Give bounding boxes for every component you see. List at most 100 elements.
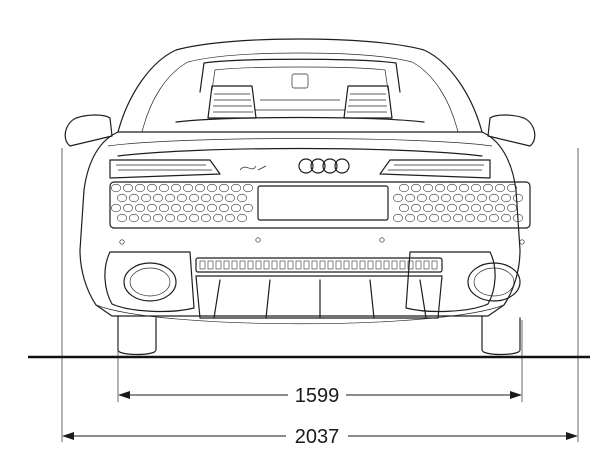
vent-slot: [367, 260, 374, 270]
mesh-cell: [177, 193, 187, 203]
vent-slot: [399, 260, 406, 270]
mesh-cell: [207, 203, 217, 213]
mesh-cell: [447, 203, 457, 213]
rear-diffuser: [195, 275, 443, 319]
mesh-cell: [441, 213, 451, 223]
left-exhaust-tip-inner: [129, 267, 171, 297]
vent-slot: [383, 260, 390, 270]
mesh-cell: [483, 203, 493, 213]
vent-slot: [407, 260, 414, 270]
vent-slot: [263, 260, 270, 270]
mesh-cell: [459, 203, 469, 213]
mesh-cell: [483, 183, 493, 193]
mesh-cell: [495, 203, 505, 213]
mesh-cell: [159, 183, 169, 193]
mesh-cell: [513, 193, 523, 203]
mesh-cell: [405, 193, 415, 203]
vent-slot: [199, 260, 206, 270]
mesh-cell: [429, 213, 439, 223]
mesh-cell: [495, 183, 505, 193]
rear-mesh-grille: [109, 181, 531, 229]
mesh-cell: [435, 203, 445, 213]
mesh-cell: [195, 183, 205, 193]
center-vent-strip: [195, 257, 443, 273]
mesh-cell: [129, 213, 139, 223]
track-width-dimension: [118, 391, 522, 399]
left-taillight: [109, 159, 221, 179]
mesh-cell: [165, 213, 175, 223]
roof-inner-line: [141, 52, 459, 133]
mesh-cell: [459, 183, 469, 193]
vent-slot: [335, 260, 342, 270]
mesh-cell: [195, 203, 205, 213]
mesh-cell: [231, 183, 241, 193]
right-mirror: [487, 114, 536, 147]
center-vent-slots: [199, 260, 438, 270]
mesh-cell: [123, 183, 133, 193]
brand-rings-logo: [298, 158, 350, 174]
vent-slot: [295, 260, 302, 270]
right-exhaust-tip-inner: [473, 267, 515, 297]
mesh-cell: [453, 213, 463, 223]
vent-slot: [359, 260, 366, 270]
mesh-cell: [393, 213, 403, 223]
mesh-cell: [441, 193, 451, 203]
right-exhaust-tip: [467, 262, 521, 302]
right-taillight: [379, 159, 491, 179]
mesh-cell: [147, 203, 157, 213]
mesh-cell: [135, 203, 145, 213]
diffuser-fins: [213, 279, 427, 319]
mesh-cell: [465, 193, 475, 203]
vent-slot: [247, 260, 254, 270]
mesh-cell: [507, 183, 517, 193]
body-outline: [79, 131, 521, 317]
left-exhaust-tip: [123, 262, 177, 302]
mesh-cell: [393, 193, 403, 203]
model-badge: [239, 165, 267, 171]
mesh-cell: [219, 203, 229, 213]
lower-sill-line: [95, 304, 505, 325]
mesh-cell: [489, 193, 499, 203]
mesh-cell: [219, 183, 229, 193]
vent-slot: [215, 260, 222, 270]
roof-outline: [117, 38, 483, 133]
left-exhaust-housing: [104, 251, 195, 313]
mesh-cell: [225, 193, 235, 203]
overall-width-dimension: [62, 432, 578, 440]
mesh-cell: [213, 213, 223, 223]
right-exhaust-housing: [405, 251, 496, 313]
mesh-cell: [141, 213, 151, 223]
vent-slot: [223, 260, 230, 270]
vent-slot: [319, 260, 326, 270]
mesh-cell: [507, 203, 517, 213]
decklid-line: [107, 138, 493, 147]
vent-slot: [327, 260, 334, 270]
engine-cover: [199, 58, 401, 93]
engine-cover-window: [211, 66, 389, 91]
right-rollbar-vent: [343, 85, 393, 119]
bumper-fasteners: [119, 237, 525, 245]
mesh-cell: [453, 193, 463, 203]
mesh-cell: [477, 193, 487, 203]
engine-cover-panel: [291, 73, 309, 89]
mesh-cell: [183, 203, 193, 213]
left-rollbar-vent: [207, 85, 257, 119]
mesh-cell: [213, 193, 223, 203]
mesh-cell: [399, 183, 409, 193]
mesh-cell: [243, 183, 253, 193]
vent-slot: [231, 260, 238, 270]
vent-slot: [239, 260, 246, 270]
mesh-cell: [117, 213, 127, 223]
mesh-cell: [189, 213, 199, 223]
vent-slot: [351, 260, 358, 270]
vent-slot: [343, 260, 350, 270]
mesh-cell: [171, 203, 181, 213]
mesh-cell: [153, 213, 163, 223]
vent-slot: [415, 260, 422, 270]
engine-cover-rib: [255, 99, 345, 111]
mesh-cell: [189, 193, 199, 203]
mesh-cell: [183, 183, 193, 193]
right-tyre: [481, 315, 521, 356]
mesh-cell: [471, 183, 481, 193]
